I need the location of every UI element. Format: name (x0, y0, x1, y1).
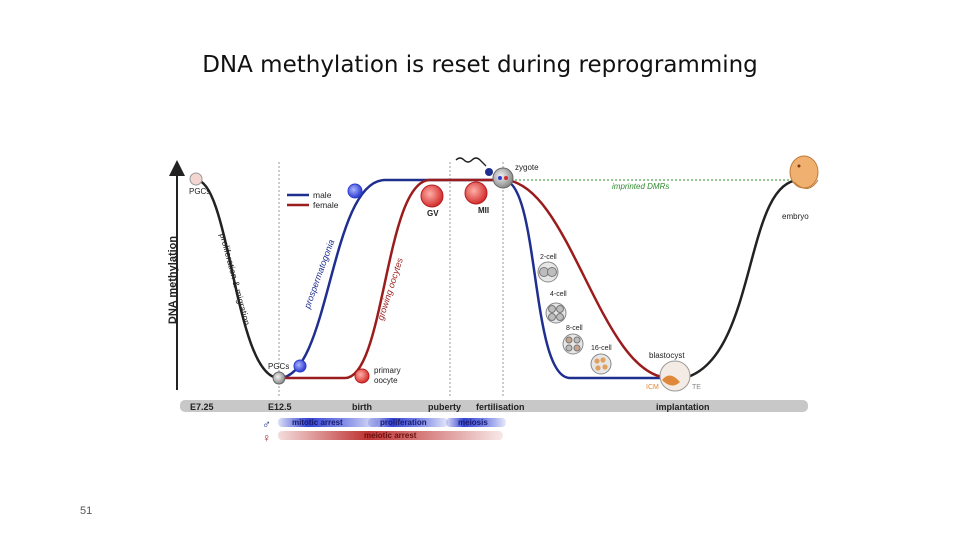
legend: male female (287, 190, 339, 210)
te-label: TE (692, 384, 701, 391)
icm-label: ICM (646, 384, 659, 391)
cell-8-embryo (562, 333, 584, 355)
cell-2-embryo (537, 261, 559, 283)
mitotic-arrest-label: mitotic arrest (292, 418, 343, 427)
zygote-cell (492, 167, 514, 189)
cell-2-label: 2-cell (540, 254, 557, 261)
pgcs-bottom-label: PGCs (268, 362, 289, 371)
embryo-label: embryo (782, 212, 809, 221)
growing-oocytes-label: growing oocytes (375, 256, 405, 321)
cell-16-label: 16-cell (591, 345, 612, 352)
blastocyst-label: blastocyst (649, 351, 685, 360)
gv-oocyte (420, 184, 444, 208)
timeline-e725: E7.25 (190, 402, 214, 412)
timeline-implantation: implantation (656, 402, 710, 412)
timeline-puberty: puberty (428, 402, 461, 412)
primary-oocyte-label-1: primary (374, 366, 401, 375)
y-axis-label: DNA methylation (167, 236, 179, 324)
meiosis-label: meiosis (458, 418, 488, 427)
embryo-remethylation-curve (669, 178, 801, 382)
proliferation-bar (368, 418, 448, 427)
legend-male: male (313, 190, 332, 200)
timeline-e125: E12.5 (268, 402, 292, 412)
sperm-head (485, 168, 493, 176)
timeline-birth: birth (352, 402, 372, 412)
meiotic-arrest-bar (278, 431, 503, 440)
cell-8-label: 8-cell (566, 325, 583, 332)
male-symbol: ♂ (262, 417, 271, 431)
pgcs-top-label: PGCs (189, 187, 210, 196)
embryo-fetus (789, 155, 819, 189)
slide-title: DNA methylation is reset during reprogra… (202, 52, 758, 78)
female-symbol: ♀ (262, 431, 271, 445)
cell-4-embryo (545, 302, 567, 324)
proliferation-migration-label: proliferation & migration (218, 232, 252, 326)
sperm-tail (455, 157, 487, 167)
zygote-label: zygote (515, 163, 539, 172)
gv-label: GV (427, 209, 439, 218)
primary-oocyte-label-2: oocyte (374, 376, 398, 385)
mii-label: MII (478, 206, 489, 215)
prospermatogonia-cell-early (293, 359, 307, 373)
stage-guides (278, 162, 504, 398)
mitotic-arrest-bar (278, 418, 378, 427)
cell-16-embryo (590, 353, 612, 375)
mii-oocyte (464, 181, 488, 205)
imprinted-dmrs-label: imprinted DMRs (612, 182, 669, 191)
pgc-cell-bottom (272, 371, 286, 385)
cell-4-label: 4-cell (550, 291, 567, 298)
timeline-bar (180, 400, 808, 412)
pgc-cell-top (189, 172, 203, 186)
proliferation-label: proliferation (380, 418, 427, 427)
legend-female: female (313, 200, 339, 210)
meiotic-arrest-label: meiotic arrest (364, 431, 417, 440)
prospermatogonia-cell-late (347, 183, 363, 199)
pgc-demethylation-curve (195, 178, 280, 380)
page-number: 51 (80, 505, 93, 517)
blastocyst-embryo (659, 360, 691, 392)
timeline-fertilisation: fertilisation (476, 402, 525, 412)
meiosis-bar (446, 418, 506, 427)
primary-oocyte-cell (354, 368, 370, 384)
